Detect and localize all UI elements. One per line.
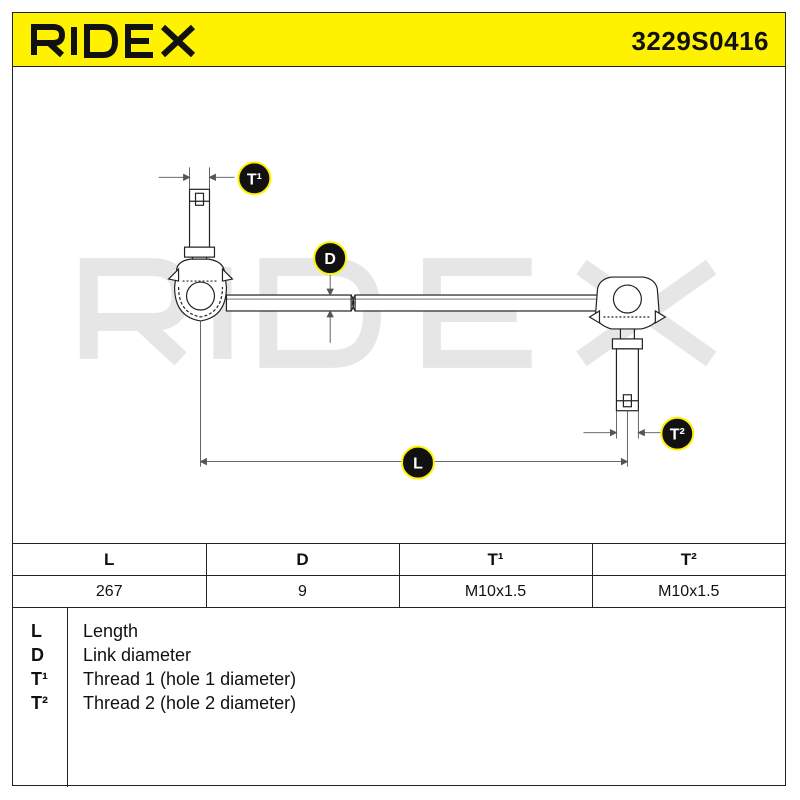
- legend-symbol: T²: [31, 693, 48, 713]
- legend-symbol: L: [31, 621, 42, 641]
- value-cell: M10x1.5: [398, 575, 593, 608]
- legend-description: Length: [83, 621, 139, 641]
- table-row: 267 9 M10x1.5 M10x1.5: [13, 575, 785, 608]
- value-cell: M10x1.5: [591, 575, 785, 608]
- legend-description: Link diameter: [83, 645, 192, 665]
- legend-description: Thread 1 (hole 1 diameter): [83, 669, 297, 689]
- part-number: 3229S0416: [631, 26, 769, 56]
- header-cell: T¹: [398, 543, 593, 576]
- dimensions-table: L D T¹ T² 267 9 M10x1.5 M10x1.5: [13, 543, 785, 608]
- badge-l: L: [400, 445, 435, 480]
- header-cell: D: [205, 543, 400, 576]
- value-cell: 267: [13, 575, 207, 608]
- legend-item: D Link diameter: [13, 645, 785, 669]
- svg-text:L: L: [413, 456, 423, 473]
- badge-d: D: [313, 241, 348, 276]
- product-sheet: 3229S0416: [12, 12, 786, 787]
- legend-divider: [67, 607, 68, 787]
- badge-t1: T¹: [237, 161, 272, 196]
- legend-symbol: D: [31, 645, 44, 665]
- svg-text:T²: T²: [670, 427, 685, 444]
- legend-item: L Length: [13, 621, 785, 645]
- legend-item: T¹ Thread 1 (hole 1 diameter): [13, 669, 785, 693]
- technical-drawing: T¹ D L T²: [79, 161, 717, 480]
- ridex-logo: [31, 24, 196, 58]
- left-ball-joint: [167, 258, 234, 322]
- right-ball-joint: [588, 276, 667, 330]
- table-header-row: L D T¹ T²: [13, 543, 785, 576]
- svg-text:T¹: T¹: [247, 171, 262, 188]
- legend-item: T² Thread 2 (hole 2 diameter): [13, 693, 785, 717]
- legend-symbol: T¹: [31, 669, 48, 689]
- legend: L Length D Link diameter T¹ Thread 1 (ho…: [13, 607, 785, 787]
- right-stud: [611, 328, 643, 412]
- badge-t2: T²: [660, 416, 695, 451]
- left-stud: [183, 188, 216, 268]
- header-cell: L: [13, 543, 207, 576]
- header-cell: T²: [591, 543, 785, 576]
- legend-description: Thread 2 (hole 2 diameter): [83, 693, 297, 713]
- link-rod: [225, 294, 600, 312]
- header-bar: 3229S0416: [13, 13, 785, 67]
- svg-text:D: D: [324, 251, 336, 268]
- value-cell: 9: [205, 575, 400, 608]
